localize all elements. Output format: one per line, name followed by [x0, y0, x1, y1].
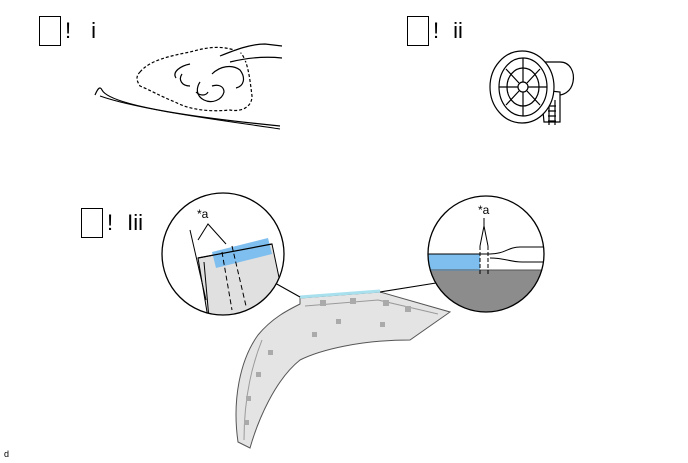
cloth-wiping-icon [94, 43, 283, 130]
step-1-label: ! i [39, 16, 96, 46]
step-2-checkbox [407, 16, 429, 46]
magnifier-detail-right: *a [427, 195, 545, 313]
step-2-label: ! ii [407, 16, 463, 46]
step-1-number: i [91, 18, 97, 43]
step-3-checkbox [81, 208, 103, 238]
step-3-label: ! Iii [81, 208, 143, 238]
callout-label-left: *a [197, 207, 209, 221]
heat-gun-icon [489, 50, 575, 125]
fender-liner-illustration [235, 289, 452, 449]
magnifier-detail-left: *a [161, 192, 285, 316]
leader-line-right [379, 282, 437, 293]
step-1-mark: ! [65, 18, 72, 43]
step-3-mark: ! [107, 210, 114, 235]
figure-code: d [4, 449, 10, 459]
step-3-number: Iii [127, 210, 144, 235]
step-2-number: ii [453, 18, 463, 43]
step-2-mark: ! [433, 18, 440, 43]
step-1-checkbox [39, 16, 61, 46]
callout-label-right: *a [478, 203, 490, 217]
